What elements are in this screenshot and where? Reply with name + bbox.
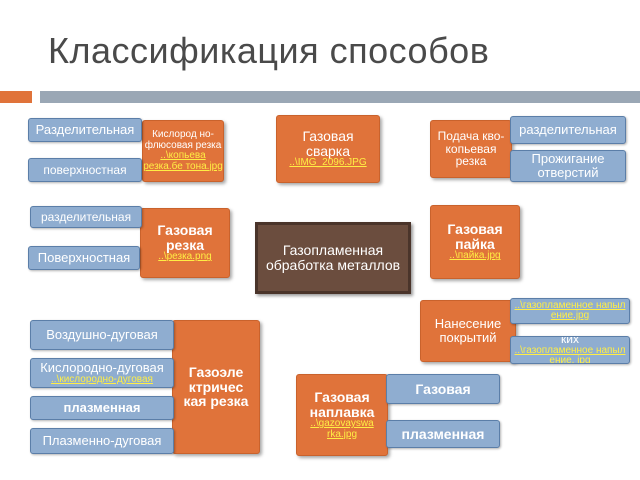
node-gas-welding[interactable]: Газовая сварка ..\IMG_2096.JPG <box>276 115 380 183</box>
leaf-separating-2[interactable]: разделительная <box>30 206 142 228</box>
node-label: Газовая резка <box>157 222 213 253</box>
node-gas-surfacing[interactable]: Газовая наплавка ..\gazovayswa rka.jpg <box>296 374 388 456</box>
leaf-label: плазменная <box>63 400 141 416</box>
node-gas-cutting[interactable]: Газовая резка ..\резка.png <box>140 208 230 278</box>
leaf-label: ких <box>561 336 579 347</box>
leaf-label: Поверхностная <box>37 250 131 266</box>
node-label: Газовая пайка <box>447 221 503 252</box>
leaf-label: разделительная <box>519 122 617 138</box>
header-bar-gap <box>34 89 37 105</box>
leaf-surface-2[interactable]: Поверхностная <box>28 246 140 270</box>
leaf-plasma-1[interactable]: плазменная <box>30 396 174 420</box>
node-label: Газовая наплавка <box>309 388 375 420</box>
leaf-label: разделительная <box>40 209 132 224</box>
center-node-label: Газопламенная обработка металлов <box>265 242 401 273</box>
page-title: Классификация способов <box>48 30 490 71</box>
leaf-oxygen-arc[interactable]: Кислородно-дуговая ..\кислородно-дуговая <box>30 358 174 388</box>
leaf-label: Воздушно-дуговая <box>46 327 158 343</box>
leaf-label: Разделительная <box>35 122 135 138</box>
leaf-separating-1[interactable]: Разделительная <box>28 118 142 142</box>
header-bar-accent <box>0 91 32 103</box>
node-link[interactable]: ..\копьева резка.бе тона.jpg <box>143 150 223 172</box>
leaf-plasma-arc[interactable]: Плазменно-дуговая <box>30 428 174 454</box>
leaf-surface-1[interactable]: поверхностная <box>28 158 142 182</box>
header-bar <box>40 91 640 103</box>
leaf-label: поверхностная <box>43 162 127 177</box>
leaf-label: Газовая <box>415 380 471 397</box>
node-coating[interactable]: Нанесение покрытий <box>420 300 516 362</box>
leaf-link[interactable]: ..\газопламенное напыл ение. jpg <box>514 344 626 364</box>
node-gas-electric-cutting[interactable]: Газоэле ктричес кая резка <box>172 320 260 454</box>
node-link[interactable]: ..\пайка.jpg <box>449 250 501 262</box>
leaf-separating-3[interactable]: разделительная <box>510 116 626 144</box>
node-oxygen-flux-cutting[interactable]: Кислород но-флюсовая резка ..\копьева ре… <box>142 120 224 182</box>
node-label: Газовая сварка <box>302 128 354 159</box>
node-gas-soldering[interactable]: Газовая пайка ..\пайка.jpg <box>430 205 520 279</box>
leaf-label: плазменная <box>401 425 485 442</box>
node-link[interactable]: ..\IMG_2096.JPG <box>289 157 367 169</box>
leaf-gas[interactable]: Газовая <box>386 374 500 404</box>
leaf-air-arc[interactable]: Воздушно-дуговая <box>30 320 174 350</box>
node-link[interactable]: ..\gazovayswa rka.jpg <box>310 418 374 440</box>
leaf-coating-1[interactable]: ..\газопламенное напыл ение.jpg <box>510 298 630 324</box>
leaf-label: Плазменно-дуговая <box>42 433 162 449</box>
node-label: Кислород но-флюсовая резка <box>144 129 222 151</box>
node-label: Нанесение покрытий <box>434 316 502 345</box>
leaf-plasma-2[interactable]: плазменная <box>386 420 500 448</box>
leaf-link[interactable]: ..\кислородно-дуговая <box>51 373 153 385</box>
node-label: Подача кво-копьевая резка <box>437 129 505 169</box>
leaf-hole-burning[interactable]: Прожигание отверстий <box>510 150 626 182</box>
leaf-label: Прожигание отверстий <box>531 151 605 180</box>
node-label: Газоэле ктричес кая резка <box>183 363 249 410</box>
leaf-label: Кислородно-дуговая <box>40 359 164 375</box>
leaf-link[interactable]: ..\газопламенное напыл ение.jpg <box>514 299 626 321</box>
center-node: Газопламенная обработка металлов <box>255 222 411 294</box>
node-link[interactable]: ..\резка.png <box>158 251 212 263</box>
node-lance-cutting[interactable]: Подача кво-копьевая резка <box>430 120 512 178</box>
leaf-coating-2[interactable]: ких ..\газопламенное напыл ение. jpg <box>510 336 630 364</box>
